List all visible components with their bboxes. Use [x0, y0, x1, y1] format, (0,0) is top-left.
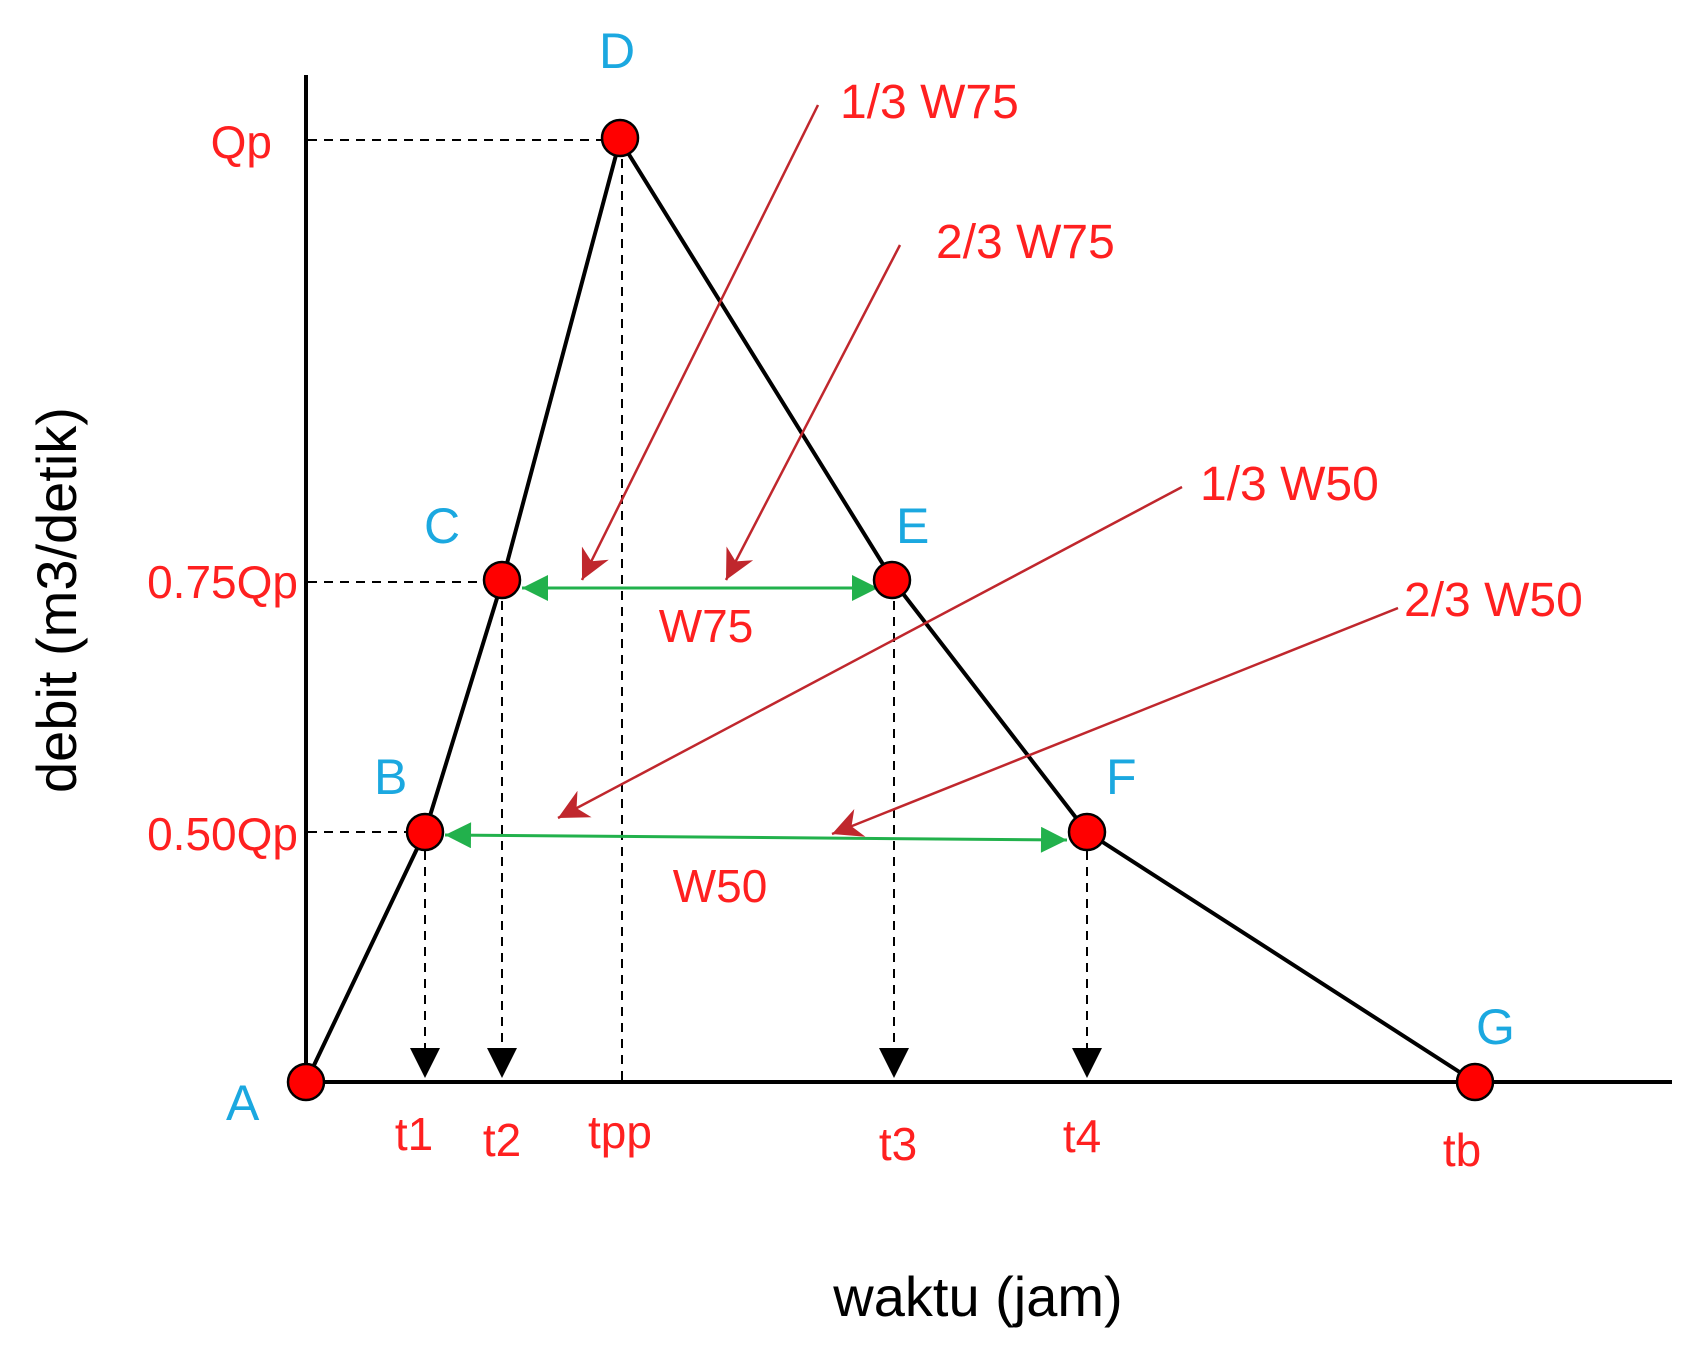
- point-a: [286, 1062, 326, 1102]
- label-w50: W50: [673, 860, 768, 912]
- drop-t3-arrowhead: [879, 1048, 909, 1078]
- annotation-w50-two-thirds: 2/3 W50: [1404, 574, 1583, 627]
- point-g: [1455, 1062, 1495, 1102]
- drop-t1-arrowhead: [410, 1048, 440, 1078]
- point-d: [600, 118, 640, 158]
- label-point-c: C: [424, 498, 460, 554]
- hydrograph-line: [304, 138, 1477, 1084]
- point-f: [1067, 812, 1107, 852]
- label-point-g: G: [1476, 999, 1515, 1055]
- x-tick-tpp: tpp: [588, 1106, 652, 1158]
- label-point-f: F: [1106, 749, 1137, 805]
- point-b: [405, 812, 445, 852]
- label-point-b: B: [374, 749, 407, 805]
- y-axis-title: debit (m3/detik): [25, 407, 88, 793]
- y-tick-qp: Qp: [211, 116, 272, 168]
- annotation-w75-two-thirds: 2/3 W75: [936, 216, 1115, 269]
- y-tick-075qp: 0.75Qp: [147, 556, 298, 608]
- y-tick-050qp: 0.50Qp: [147, 808, 298, 860]
- x-tick-tb: tb: [1443, 1124, 1481, 1176]
- x-tick-t2: t2: [483, 1114, 521, 1166]
- x-tick-t1: t1: [395, 1108, 433, 1160]
- label-point-e: E: [896, 498, 929, 554]
- label-point-a: A: [226, 1075, 260, 1131]
- x-tick-t3: t3: [879, 1118, 917, 1170]
- arrow-w50-third: [557, 485, 1183, 820]
- arrow-w75-two-thirds: [724, 244, 902, 581]
- point-c: [482, 560, 522, 600]
- drop-t2-arrowhead: [487, 1048, 517, 1078]
- x-axis-title: waktu (jam): [832, 1265, 1122, 1328]
- x-tick-t4: t4: [1063, 1110, 1101, 1162]
- drop-t4-arrowhead: [1072, 1048, 1102, 1078]
- arrow-w75-third: [580, 104, 820, 581]
- arrow-w50-two-thirds: [831, 606, 1399, 837]
- label-point-d: D: [599, 23, 635, 79]
- point-e: [872, 560, 912, 600]
- annotation-w50-third: 1/3 W50: [1200, 458, 1379, 511]
- annotation-w75-third: 1/3 W75: [840, 76, 1019, 129]
- w50-arrow: [444, 822, 1068, 853]
- label-w75: W75: [659, 600, 754, 652]
